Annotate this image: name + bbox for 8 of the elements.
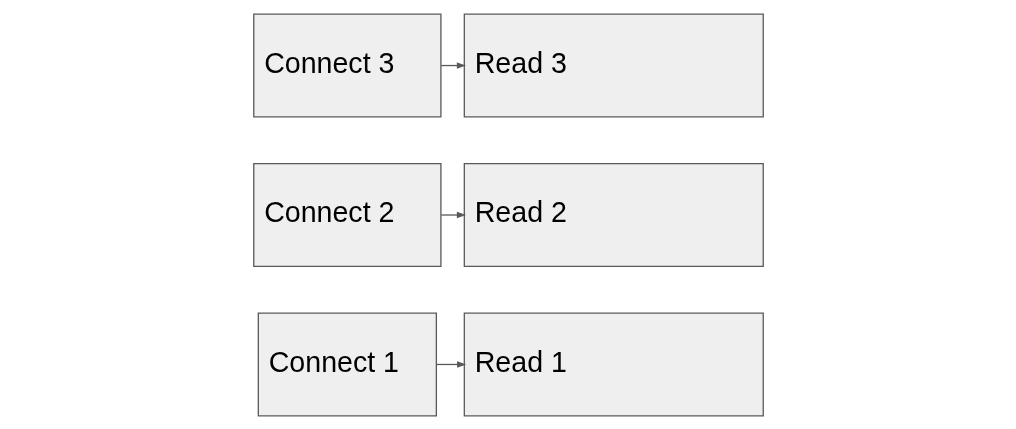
arrow	[435, 360, 466, 368]
node-box: Connect 1	[257, 312, 437, 416]
node-box: Connect 3	[252, 13, 442, 118]
node-box: Read 2	[463, 162, 764, 267]
arrow	[440, 211, 466, 218]
node-box: Connect 2	[252, 162, 442, 267]
node-box: Read 3	[463, 13, 764, 118]
node-box: Read 1	[463, 312, 764, 416]
